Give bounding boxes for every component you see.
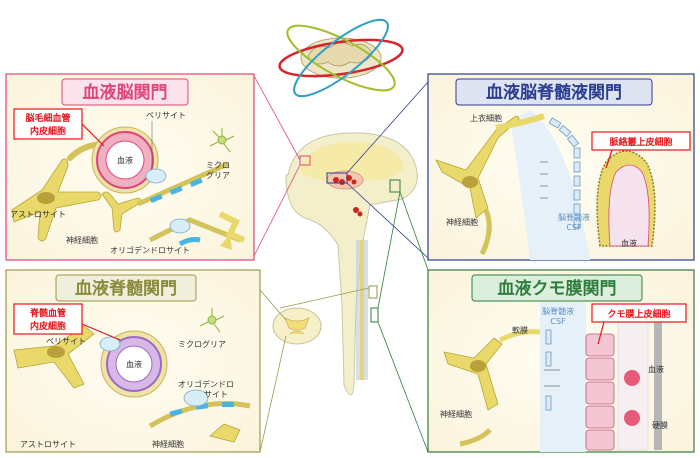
bscb-oligodendrocyte bbox=[148, 389, 251, 443]
bscb-title: 血液脊髄関門 bbox=[75, 278, 177, 299]
bscb-microglia bbox=[199, 308, 225, 333]
bab-flow-arrows bbox=[544, 369, 560, 387]
bscb-microglia-label: ミクログリア bbox=[178, 339, 226, 349]
bcsfb-flow-arrows bbox=[540, 161, 548, 199]
bscb-oligo-label2: サイト bbox=[204, 390, 228, 399]
bcsfb-csf-label2: CSF bbox=[566, 223, 582, 232]
bbb-microglia-label1: ミクロ bbox=[206, 161, 230, 170]
bcsfb-neuron-label: 神経細胞 bbox=[446, 217, 478, 227]
bcsfb-csf-label1: 脳脊髄液 bbox=[558, 212, 590, 222]
bab-dura bbox=[654, 320, 662, 450]
bscb-pericyte-label: ペリサイト bbox=[46, 337, 86, 346]
bscb-neuron-label: 神経細胞 bbox=[152, 439, 184, 449]
bcsfb-blood-label: 血液 bbox=[621, 238, 637, 248]
bcsfb-callout: 脈絡叢上皮細胞 bbox=[609, 136, 672, 148]
brain-orbit-logo bbox=[278, 18, 404, 98]
bbb-blood-label: 血液 bbox=[117, 155, 133, 165]
panel-bcsfb: 血液脳脊髄液関門 bbox=[427, 73, 695, 261]
bbb-astrocyte bbox=[11, 141, 121, 242]
bab-pia-label: 軟膜 bbox=[512, 325, 528, 335]
panel-bab: 血液クモ膜関門 bbox=[427, 269, 695, 453]
bab-neuron-label: 神経細胞 bbox=[440, 409, 472, 419]
bscb-blood-label: 血液 bbox=[126, 359, 142, 369]
bab-blood-label: 血液 bbox=[648, 364, 664, 374]
panel-bscb: 血液脊髄関門 血液 脊髄血管 内皮細胞 bbox=[5, 269, 261, 453]
bcsfb-choroid-plexus bbox=[596, 150, 656, 247]
bcsfb-ependyma-label: 上衣細胞 bbox=[470, 113, 502, 123]
bcsfb-ependymal-cells bbox=[548, 117, 581, 229]
bab-pia-cells bbox=[545, 329, 552, 411]
spinal-marker bbox=[368, 285, 378, 299]
bbb-pericyte-label: ペリサイト bbox=[146, 111, 186, 120]
bbb-astrocyte-label: アストロサイト bbox=[10, 210, 66, 219]
bab-neuron bbox=[443, 329, 541, 447]
bab-marker-lower bbox=[370, 307, 379, 323]
brain-sagittal-section bbox=[285, 132, 418, 396]
bscb-callout-line2: 内皮細胞 bbox=[30, 320, 66, 332]
bbb-callout-line2: 内皮細胞 bbox=[30, 125, 66, 137]
connector-lines bbox=[252, 73, 429, 453]
bbb-title: 血液脳関門 bbox=[83, 82, 168, 103]
bab-arachnoid-cells bbox=[585, 333, 615, 451]
bcsfb-title: 血液脳脊髄液関門 bbox=[486, 82, 622, 103]
bbb-pericyte-cell bbox=[145, 168, 167, 184]
bab-dura-label: 硬膜 bbox=[652, 420, 668, 430]
bbb-oligodendrocyte-label: オリゴデンドロサイト bbox=[110, 245, 190, 255]
bab-vessel bbox=[617, 319, 649, 451]
bab-csf-label2: CSF bbox=[550, 317, 566, 326]
bbb-neuron bbox=[101, 161, 246, 250]
bscb-oligo-label1: オリゴデンドロ bbox=[178, 379, 234, 389]
bbb-microglia-label2: グリア bbox=[206, 170, 230, 180]
bab-title: 血液クモ膜関門 bbox=[498, 278, 617, 299]
spinal-cross-section bbox=[272, 307, 322, 345]
bbb-callout-line1: 脳毛細血管 bbox=[24, 112, 70, 124]
bab-csf-label1: 脳脊髄液 bbox=[542, 306, 574, 316]
bscb-astrocyte-label: アストロサイト bbox=[20, 440, 76, 449]
bbb-neuron-label: 神経細胞 bbox=[66, 235, 98, 245]
panel-bbb: 血液脳関門 血液 bbox=[5, 73, 255, 261]
bcsfb-marker bbox=[326, 172, 348, 184]
bscb-pericyte-cell bbox=[99, 336, 121, 352]
bab-marker-upper bbox=[389, 179, 401, 193]
bcsfb-neuron bbox=[435, 113, 545, 256]
bab-callout: クモ膜上皮細胞 bbox=[607, 308, 670, 320]
bscb-callout-line1: 脊髄血管 bbox=[29, 307, 66, 319]
bbb-marker bbox=[299, 155, 311, 166]
bbb-microglia bbox=[209, 128, 235, 153]
